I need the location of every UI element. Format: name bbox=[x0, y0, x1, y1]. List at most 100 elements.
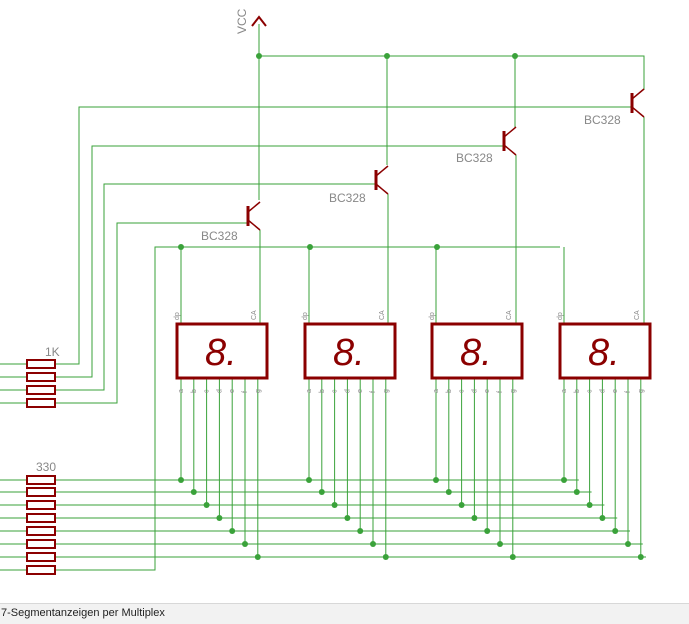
pin-label-dp: dp bbox=[174, 312, 181, 320]
junction-dot bbox=[637, 554, 644, 560]
resistor-330 bbox=[26, 500, 56, 510]
pin-label-segment: b bbox=[319, 389, 326, 393]
junction-dot bbox=[344, 515, 351, 521]
junction-dot bbox=[306, 477, 312, 483]
resistor-330 bbox=[26, 513, 56, 523]
transistor-2-label: BC328 bbox=[329, 191, 366, 205]
transistor-collector bbox=[631, 106, 645, 118]
junction-dot bbox=[512, 53, 518, 59]
junction-dot bbox=[573, 489, 580, 495]
junction-dot bbox=[509, 554, 516, 560]
display-2-digit: 8. bbox=[333, 332, 365, 374]
junction-dot bbox=[471, 515, 478, 521]
pin-label-segment: a bbox=[306, 389, 313, 393]
junction-dot bbox=[433, 477, 439, 483]
junction-dot bbox=[445, 489, 452, 495]
pin-label-segment: d bbox=[471, 389, 478, 393]
junction-dot bbox=[434, 244, 440, 250]
transistor-collector bbox=[375, 183, 389, 195]
resistor-330 bbox=[26, 475, 56, 485]
resistor-1k bbox=[26, 398, 56, 408]
pin-label-segment: g bbox=[638, 389, 645, 393]
seven-segment-display bbox=[558, 322, 652, 380]
pin-label-segment: g bbox=[510, 389, 517, 393]
junction-dot bbox=[561, 477, 567, 483]
pin-label-segment: d bbox=[216, 389, 223, 393]
pin-label-ca: CA bbox=[634, 310, 641, 320]
junction-dot bbox=[190, 489, 197, 495]
junction-dot bbox=[357, 528, 364, 534]
pin-label-dp: dp bbox=[302, 312, 309, 320]
transistor-emitter bbox=[247, 201, 261, 213]
junction-dot bbox=[599, 515, 606, 521]
transistor-emitter bbox=[375, 165, 389, 177]
pin-label-ca: CA bbox=[379, 310, 386, 320]
pin-label-segment: e bbox=[229, 389, 236, 393]
vcc-supply: VCC bbox=[235, 8, 267, 34]
dp-bus bbox=[55, 246, 560, 571]
pin-label-dp: dp bbox=[429, 312, 436, 320]
junction-dot bbox=[242, 541, 248, 547]
pin-label-segment: c bbox=[204, 389, 211, 393]
pin-label-segment: e bbox=[612, 389, 619, 393]
junction-dot bbox=[331, 502, 338, 508]
junction-dot bbox=[586, 502, 593, 508]
resistor-1k bbox=[26, 359, 56, 369]
resistor-330 bbox=[26, 552, 56, 562]
junction-dot bbox=[254, 554, 261, 560]
junction-dot bbox=[370, 541, 376, 547]
junction-dot bbox=[382, 554, 389, 560]
pin-label-segment: g bbox=[255, 389, 262, 393]
pin-label-segment: c bbox=[459, 389, 466, 393]
display-1-digit: 8. bbox=[205, 332, 237, 374]
vcc-label: VCC bbox=[235, 8, 249, 34]
transistor-3-label: BC328 bbox=[456, 151, 493, 165]
schematic-diagram: VCC BC328 BC328 BC328 BC328 1K 330 8. 8.… bbox=[0, 8, 652, 575]
transistor-emitter bbox=[503, 126, 517, 138]
junction-dot bbox=[307, 244, 313, 250]
display-3-digit: 8. bbox=[460, 332, 492, 374]
display-4-digit: 8. bbox=[588, 332, 620, 374]
seven-segment-display bbox=[430, 322, 524, 380]
pin-label-segment: c bbox=[587, 389, 594, 393]
transistor-collector bbox=[247, 219, 261, 231]
pin-label-segment: e bbox=[484, 389, 491, 393]
resistor-330 bbox=[26, 526, 56, 536]
resistor-bank-1k-label: 1K bbox=[45, 345, 60, 359]
seven-segment-display bbox=[303, 322, 397, 380]
junctions bbox=[178, 53, 644, 560]
resistor-330 bbox=[26, 539, 56, 549]
resistor-bank-330-label: 330 bbox=[36, 460, 56, 474]
pin-label-segment: f bbox=[242, 391, 249, 393]
junction-dot bbox=[203, 502, 210, 508]
resistor-1k bbox=[26, 372, 56, 382]
pin-label-ca: CA bbox=[251, 310, 258, 320]
pin-label-segment: a bbox=[178, 389, 185, 393]
vcc-arrow bbox=[251, 15, 267, 27]
pin-label-dp: dp bbox=[557, 312, 564, 320]
junction-dot bbox=[384, 53, 390, 59]
junction-dot bbox=[484, 528, 491, 534]
resistor-330 bbox=[26, 487, 56, 497]
transistor-1-label: BC328 bbox=[201, 229, 238, 243]
pin-label-segment: f bbox=[370, 391, 377, 393]
junction-dot bbox=[229, 528, 236, 534]
pin-label-segment: a bbox=[433, 389, 440, 393]
junction-dot bbox=[612, 528, 619, 534]
components bbox=[26, 88, 652, 575]
diagram-caption: 7-Segmentanzeigen per Multiplex bbox=[1, 607, 165, 619]
junction-dot bbox=[625, 541, 631, 547]
pin-label-segment: f bbox=[625, 391, 632, 393]
pin-label-segment: b bbox=[574, 389, 581, 393]
pin-label-segment: a bbox=[561, 389, 568, 393]
base-wire bbox=[55, 106, 632, 365]
resistor-330 bbox=[26, 565, 56, 575]
pin-label-segment: d bbox=[599, 389, 606, 393]
junction-dot bbox=[497, 541, 503, 547]
junction-dot bbox=[178, 477, 184, 483]
pin-label-segment: b bbox=[191, 389, 198, 393]
transistor-collector bbox=[503, 144, 517, 156]
junction-dot bbox=[458, 502, 465, 508]
junction-dot bbox=[256, 53, 262, 59]
